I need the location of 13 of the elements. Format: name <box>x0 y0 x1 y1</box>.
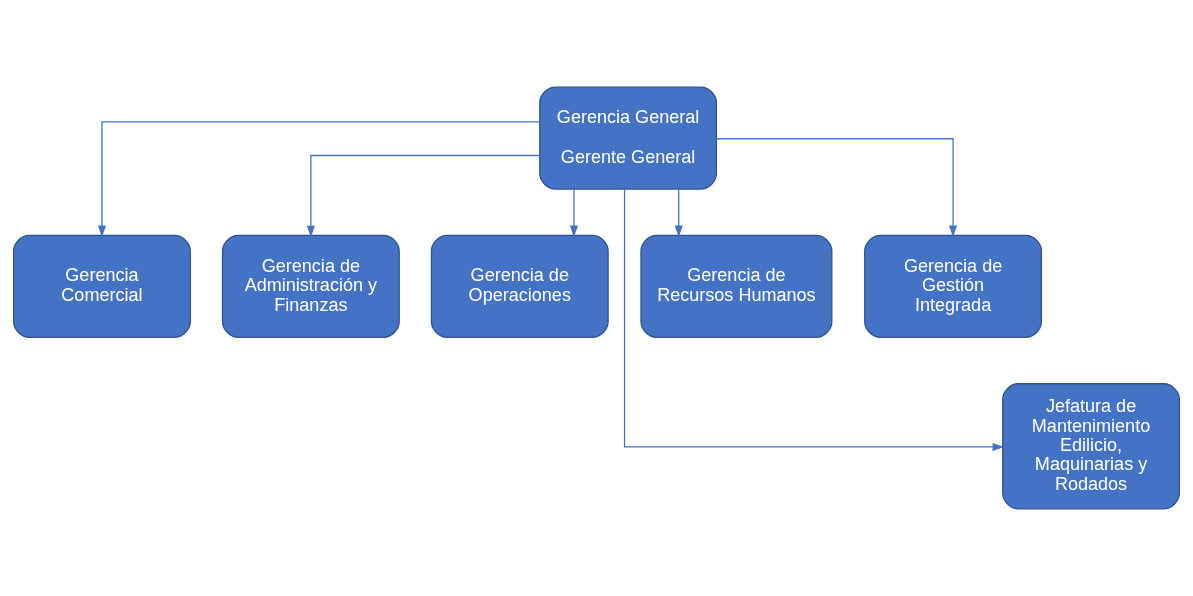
arrow <box>569 188 578 238</box>
node-box: Gerencia de Operaciones <box>430 234 609 338</box>
arrow <box>306 154 541 238</box>
arrow <box>674 188 683 238</box>
node-box: Gerencia Comercial <box>12 234 191 338</box>
node-box: Gerencia de Administración y Finanzas <box>221 234 400 338</box>
node-box: Jefatura de Mantenimiento Edilicio, Maquinarias y Rodados <box>1002 383 1181 510</box>
node-box: Gerencia de Gestión Integrada <box>864 234 1043 338</box>
arrow <box>623 188 1005 451</box>
arrow <box>97 121 541 238</box>
node-box: Gerencia de Recursos Humanos <box>640 234 833 338</box>
node-box: Gerencia General Gerente General <box>539 86 718 190</box>
arrow <box>715 138 958 238</box>
